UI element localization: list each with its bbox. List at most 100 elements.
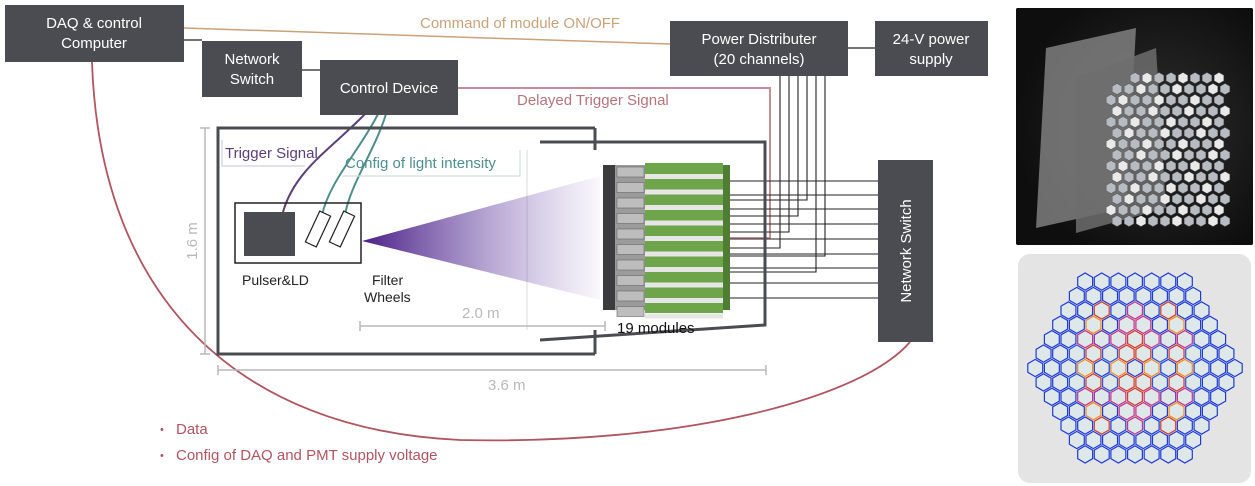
light-guide-cone [1105, 116, 1117, 128]
network-switch-right-box: Network Switch [878, 160, 933, 342]
light-guide-cone [1159, 193, 1171, 205]
control-device-box: Control Device [320, 60, 458, 115]
height-dimension-label: 1.6 m [184, 222, 201, 260]
light-guide-cone [1201, 160, 1213, 172]
pixel-hexagon [1193, 387, 1210, 407]
legend-data: Data [176, 421, 208, 438]
pixel-hexagon [1110, 358, 1127, 378]
pixel-hexagon [1185, 286, 1202, 306]
light-guide-cone [1219, 193, 1231, 205]
light-guide-cone [1153, 72, 1165, 84]
pixel-hexagon [1085, 401, 1102, 421]
pixel-hexagon [1126, 416, 1144, 435]
pixel-hexagon [1210, 329, 1227, 349]
light-guide-cone [1195, 193, 1207, 205]
pixel-hexagon [1176, 387, 1193, 407]
light-guide-cone [1195, 105, 1207, 117]
pixel-hexagon [1101, 344, 1119, 363]
pixel-hexagon [1093, 329, 1110, 349]
dimension-distance [359, 321, 606, 331]
pmt-housing [616, 197, 645, 209]
light-guide-cone [1171, 171, 1183, 183]
pmt-housing [616, 244, 645, 255]
light-guide-cone [1111, 127, 1123, 139]
pixel-hexagon [1143, 272, 1160, 291]
pixel-hexagon [1201, 344, 1218, 363]
module-separator [645, 267, 723, 272]
trigger-signal-label: Trigger Signal [225, 145, 318, 162]
light-guide-cone [1105, 138, 1117, 150]
pixel-hexagon [1160, 329, 1177, 349]
pixel-hexagon [1193, 416, 1210, 435]
light-guide-cone [1165, 182, 1177, 194]
light-guide-cone [1207, 83, 1219, 95]
light-guide-cone [1207, 215, 1219, 227]
light-guide-cone [1147, 83, 1159, 95]
pixel-hexagon [1118, 315, 1135, 335]
light-guide-cone [1105, 94, 1117, 106]
light-guide-cone [1147, 127, 1159, 139]
pixel-hexagon [1027, 358, 1044, 378]
light-guide-cone [1213, 138, 1225, 150]
delayed-trigger-line [458, 87, 771, 239]
light-guide-cone [1159, 105, 1171, 117]
light-guide-cone [1111, 171, 1123, 183]
pixel-hexagon [1060, 387, 1077, 407]
pixel-hexagon [1168, 286, 1185, 306]
pixel-hexagon [1126, 329, 1144, 349]
pixel-hexagon [1151, 286, 1168, 306]
light-guide-cone [1189, 182, 1201, 194]
pixel-hexagon [1201, 315, 1218, 335]
pixel-hexagon [1176, 416, 1193, 435]
light-guide-cone [1201, 138, 1213, 150]
pixel-hexagon [1151, 430, 1168, 450]
light-guide-cone [1105, 160, 1117, 172]
light-guide-cone [1219, 127, 1231, 139]
pixel-hexagon [1043, 358, 1060, 378]
pixel-hexagon [1110, 416, 1127, 435]
light-guide-cone [1195, 149, 1207, 161]
pixel-hexagon [1093, 358, 1110, 378]
pixel-hexagon [1168, 401, 1185, 421]
light-guide-cone [1129, 94, 1141, 106]
length-dimension-label: 3.6 m [488, 377, 526, 394]
hexagon-pixel-map [1018, 254, 1251, 483]
light-guide-cone [1165, 138, 1177, 150]
light-guide-cone [1141, 72, 1153, 84]
pixel-hexagon [1060, 329, 1077, 349]
system-diagram: DAQ & control Computer Network Switch Co… [5, 5, 988, 464]
pixel-hexagon [1068, 286, 1085, 306]
pixel-hexagon [1110, 387, 1127, 407]
light-guide-cone [1123, 149, 1135, 161]
pixel-hexagon [1110, 272, 1127, 291]
light-guide-cone [1129, 138, 1141, 150]
pixel-hexagon [1110, 329, 1127, 349]
light-guide-cone [1129, 116, 1141, 128]
pixel-hexagon [1135, 373, 1152, 392]
config-light-label: Config of light intensity [345, 155, 496, 172]
light-guide-cone [1135, 105, 1147, 117]
light-guide-cone [1159, 127, 1171, 139]
pixel-hexagon [1176, 445, 1193, 464]
pmt-housing [616, 228, 645, 240]
pixel-hexagon [1160, 272, 1177, 291]
legend-bullet-2: • [160, 450, 164, 462]
pixel-hexagon [1093, 387, 1110, 407]
pixel-hexagon [1126, 272, 1144, 291]
pixel-hexagon [1193, 329, 1210, 349]
filter-label-line2: Wheels [364, 289, 411, 305]
module-separator [645, 313, 723, 319]
power-dist-label-line1: Power Distributer [701, 31, 816, 48]
camera-photo [1016, 8, 1253, 245]
light-guide-cone [1171, 105, 1183, 117]
light-guide-cone [1201, 204, 1213, 216]
light-guide-cone [1165, 116, 1177, 128]
light-guide-cone [1159, 171, 1171, 183]
light-guide-cone [1195, 171, 1207, 183]
module-separator [645, 174, 723, 179]
light-guide-cone [1153, 116, 1165, 128]
light-guide-cone [1135, 127, 1147, 139]
module-separator [645, 236, 723, 241]
pixel-hexagon [1168, 315, 1185, 335]
camera-photo-image [1016, 8, 1253, 245]
